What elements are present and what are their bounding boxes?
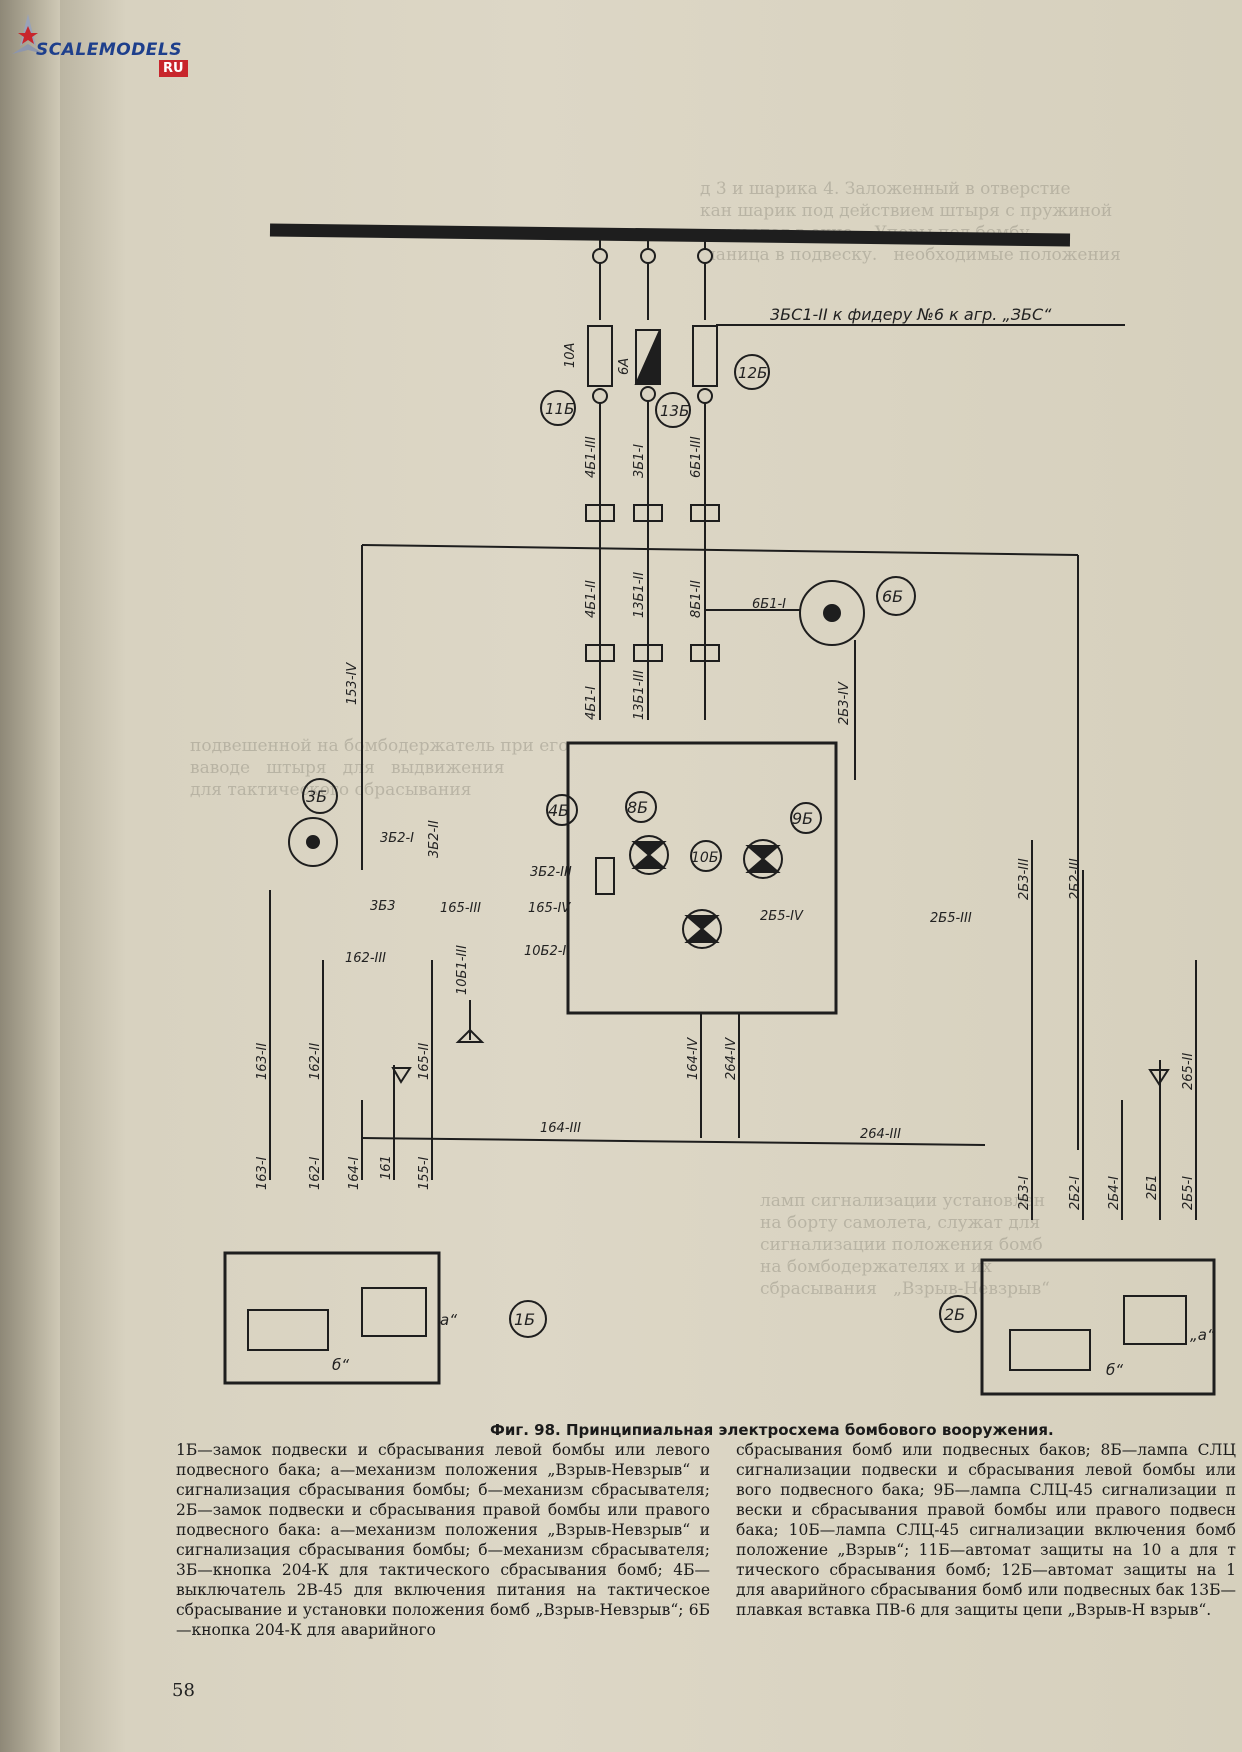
lock-1b-callout [509, 1300, 547, 1338]
wire-3b2-iii: 3Б2-III [530, 865, 572, 880]
wire-461-i: 4Б1-I [584, 686, 599, 720]
wire-2b1: 2Б1 [1145, 1175, 1160, 1200]
wire-1361-ii: 13Б1-II [632, 572, 647, 618]
wire-2b3-iii: 2Б3-III [1017, 858, 1032, 900]
logo-text: SCALEMODELS [36, 40, 182, 60]
wire-10b2-i: 10Б2-I [524, 944, 566, 959]
wire-1361-iii: 13Б1-III [632, 670, 647, 720]
breaker-12b-callout [734, 354, 770, 390]
label-4b: 4Б [548, 801, 569, 820]
bomb-lock-2b [980, 1258, 1216, 1396]
wire-163-i: 163-I [255, 1156, 270, 1190]
site-watermark-logo: SCALEMODELS RU [8, 14, 188, 84]
wire-162-ii: 162-II [308, 1043, 323, 1080]
wire-2b5-i: 2Б5-I [1181, 1176, 1196, 1210]
wire-2b5-iii: 2Б5-III [930, 911, 972, 926]
wire-165-ii: 165-II [417, 1043, 432, 1080]
wire-10b1-iii: 10Б1-III [455, 945, 470, 995]
wire-265-ii: 265-II [1181, 1053, 1196, 1090]
lamp-8b [629, 835, 669, 875]
tactical-button-3b [288, 817, 338, 867]
wire-2b4-i: 2Б4-I [1107, 1176, 1122, 1210]
bomb-lock-1b [223, 1251, 441, 1385]
wire-2b2-iii: 2Б2-III [1068, 858, 1083, 900]
label-12b: 12Б [738, 364, 767, 382]
wire-2b3-i: 2Б3-I [1017, 1176, 1032, 1210]
wire-3b2-i: 3Б2-I [380, 831, 414, 846]
emergency-button-6b [799, 580, 865, 646]
caption-left-column: 1Б—замок подвески и сбрасывания левой бо… [176, 1441, 710, 1639]
wire-153-iv: 153-IV [345, 662, 360, 705]
wire-163-ii: 163-II [255, 1043, 270, 1080]
label-11b: 11Б [545, 400, 574, 418]
label-10a: 10А [563, 343, 578, 368]
wire-2b2-i: 2Б2-I [1068, 1176, 1083, 1210]
label-9b: 9Б [792, 809, 813, 828]
wire-264-iv: 264-IV [724, 1037, 739, 1080]
wire-3b1-i: 3Б1-I [632, 444, 647, 478]
label-3b: 3Б [306, 787, 327, 806]
wire-3b2-ii: 3Б2-II [427, 820, 442, 858]
wire-3b3: 3Б3 [370, 899, 395, 914]
main-power-bus [269, 223, 1071, 247]
wire-165-iii: 165-III [440, 901, 481, 916]
lamp-10b [682, 909, 722, 949]
wire-164-iv: 164-IV [686, 1037, 701, 1080]
caption-right-column: сбрасывания бомб или подвесных баков; 8Б… [736, 1441, 1236, 1619]
wire-164-iii: 164-III [540, 1121, 581, 1136]
breaker-11b-callout [540, 390, 576, 426]
label-6a: 6А [617, 358, 632, 375]
label-a-right: „а“ [1190, 1326, 1215, 1344]
feeder-label: 3БС1-II к фидеру №6 к агр. „ЗБС“ [770, 305, 1052, 324]
wire-6b1-iii: 6Б1-III [689, 436, 704, 478]
wire-6b1-i: 6Б1-I [752, 597, 786, 612]
wire-155-i: 155-I [417, 1156, 432, 1190]
wire-164-i: 164-I [347, 1156, 362, 1190]
page-number: 58 [172, 1680, 195, 1701]
wire-2b5-iv: 2Б5-IV [760, 909, 804, 924]
label-10b: 10Б [691, 850, 718, 866]
label-a-left: а“ [440, 1311, 457, 1329]
wire-161: 161 [379, 1155, 394, 1180]
wire-461-iii: 4Б1-III [584, 436, 599, 478]
control-panel-box [566, 741, 838, 1015]
lock-2b-callout [939, 1295, 977, 1333]
label-b-left: б“ [332, 1356, 349, 1374]
wire-264-iii: 264-III [860, 1127, 901, 1142]
button-6b-callout [876, 576, 916, 616]
label-1b: 1Б [514, 1310, 535, 1329]
label-6b: 6Б [882, 587, 903, 606]
wire-461-ii: 4Б1-II [584, 580, 599, 618]
label-b-right: б“ [1106, 1361, 1123, 1379]
wire-162-i: 162-I [308, 1156, 323, 1190]
switch-4b [595, 857, 615, 895]
logo-suffix: RU [159, 60, 188, 77]
label-2b: 2Б [944, 1305, 965, 1324]
fuse-13b-callout [655, 392, 691, 428]
label-13b: 13Б [660, 402, 689, 420]
wire-861-ii: 8Б1-II [689, 580, 704, 618]
wire-162-iii: 162-III [345, 951, 386, 966]
wire-165-iv: 165-IV [528, 901, 571, 916]
page-spine-shadow [0, 0, 60, 1752]
figure-title: Фиг. 98. Принципиальная электросхема бом… [490, 1421, 1054, 1439]
wire-2b3-iv: 2Б3-IV [837, 681, 852, 725]
label-8b: 8Б [627, 798, 648, 817]
lamp-9b [743, 839, 783, 879]
